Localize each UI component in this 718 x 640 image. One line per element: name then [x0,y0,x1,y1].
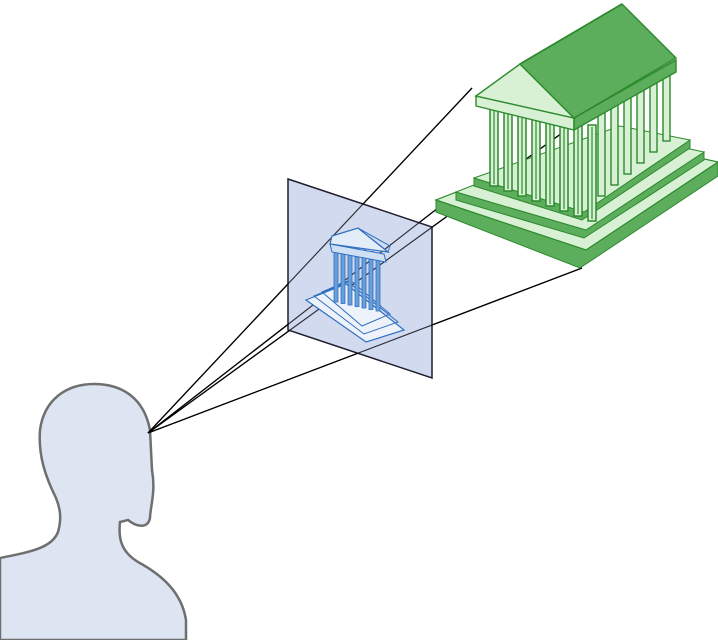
projection-plane [287,177,433,380]
temple-column [597,103,606,197]
temple-column [662,68,671,142]
sight-line [147,267,583,434]
temple-column [610,96,619,186]
temple-column [636,82,645,164]
temple-icon [434,3,718,269]
projected-temple-icon [304,227,406,343]
sight-line [147,87,473,434]
temple-column [649,75,658,153]
viewer-silhouette-icon [0,382,188,640]
temple-column [623,89,632,175]
